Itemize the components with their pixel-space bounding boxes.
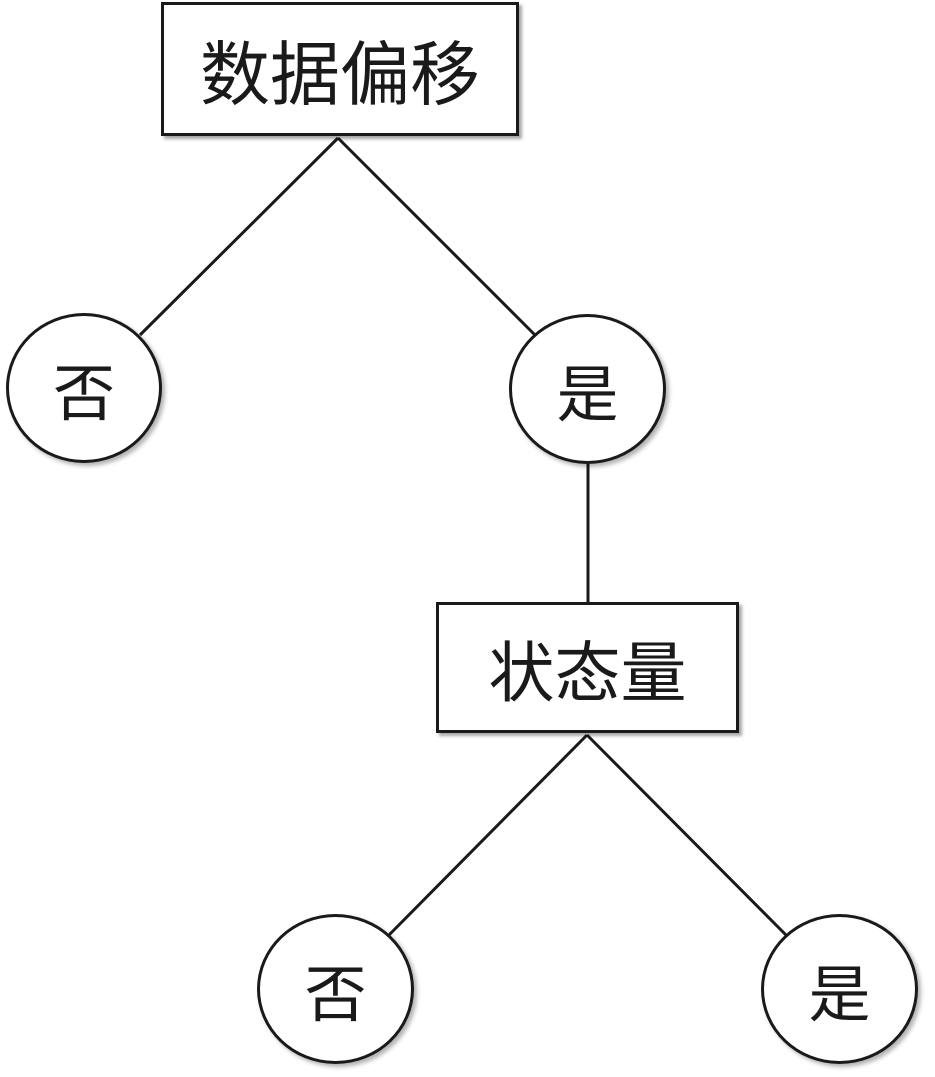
no-node-level-1: 否 [6,313,162,463]
yes-node-level-1: 是 [509,314,666,464]
yes-node-level-2: 是 [761,914,918,1064]
yes-node-level-2-label: 是 [808,958,871,1031]
state-variable-node: 状态量 [436,602,739,733]
yes-node-level-1-label: 是 [556,358,619,431]
no-node-level-1-label: 否 [52,357,115,430]
root-node-label: 数据偏移 [200,33,480,116]
edge-state-to-yes [585,733,788,937]
edge-root-to-yes [336,136,537,337]
no-node-level-2-label: 否 [304,958,367,1031]
root-node-data-shift: 数据偏移 [161,2,519,136]
no-node-level-2: 否 [257,914,414,1064]
edge-root-to-no [138,136,340,337]
edge-state-to-no [387,733,589,937]
state-variable-node-label: 状态量 [488,634,687,712]
